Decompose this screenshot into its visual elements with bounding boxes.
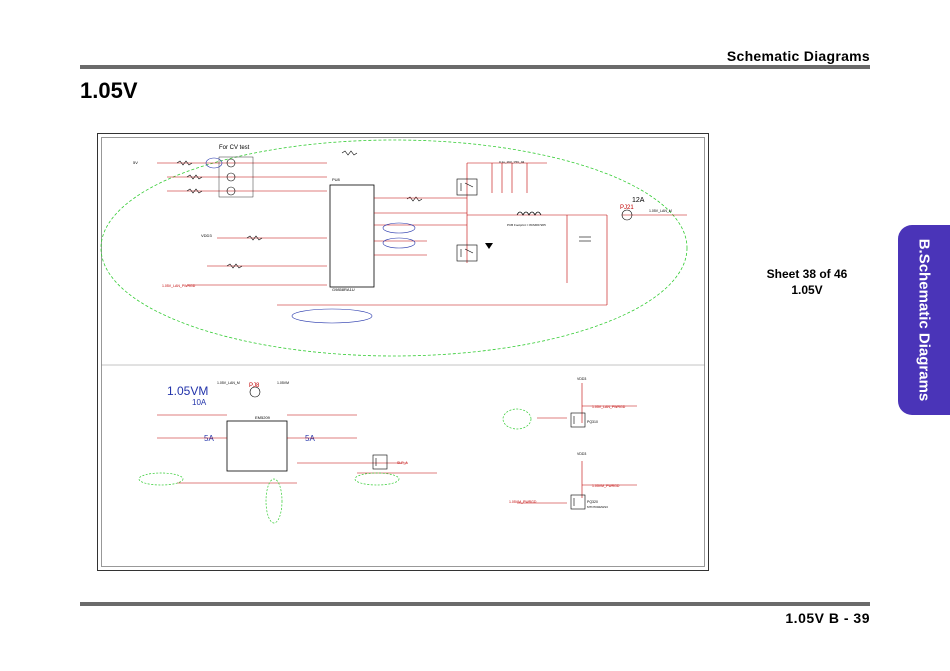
main-ic-body (329, 184, 375, 288)
jumper-pj8-icon (249, 386, 261, 398)
out-rail-label: 1.05V_LAN_M (649, 209, 672, 213)
q2-part: MTN7002ZHS3 (587, 505, 608, 509)
annotation-ellipse (382, 222, 416, 234)
resistors (176, 150, 423, 269)
input-network (157, 162, 327, 286)
jumper-icon (226, 172, 236, 182)
annotation-ellipse (205, 157, 223, 169)
cv-test-label: For CV test (219, 145, 250, 151)
vdd3-label-2: VDD3 (577, 452, 586, 456)
vdd3-label: VDD3 (577, 377, 586, 381)
vm-jumper: PJ8 (249, 383, 260, 389)
schematic-inner-frame (101, 137, 705, 567)
mosfet-lower (456, 244, 478, 262)
diode-icon (485, 243, 493, 249)
highlight-ellipse (354, 472, 400, 486)
annotation-ellipse (382, 237, 416, 249)
highlight-ellipse (138, 472, 184, 486)
sheet-number: Sheet 38 of 46 (766, 267, 848, 281)
switching-stage (277, 162, 687, 306)
ch1-current: 5A (204, 434, 214, 443)
vm-title: 1.05VM (167, 384, 208, 398)
mosfet-upper (456, 178, 478, 196)
vm-pwrgd: 1.05VM_PWRGD (592, 484, 620, 488)
sheet-name: 1.05V (791, 283, 823, 297)
vm-current: 10A (192, 398, 207, 407)
phase-note: PCB Footprint = 8CMF67205 (507, 223, 546, 227)
net-lan-label: 1.05V_LAN_M (217, 381, 240, 385)
vdd3-stage (517, 383, 637, 504)
current-12a: 12A (632, 197, 645, 204)
page-title: 1.05V (80, 78, 138, 103)
slp-net: SLP_A (397, 461, 409, 465)
pwrgd-lower: 1.05V_LAN_PWRGD (592, 405, 626, 409)
schematic-diagram: For CV test PU8 G9858RA1U (97, 133, 709, 571)
q-label: PQ310 (587, 420, 598, 424)
q2-label: PQ320 (587, 500, 598, 504)
page-footer: 1.05V B - 39 (785, 610, 870, 626)
ch2-current: 5A (305, 434, 315, 443)
highlight-ellipse (265, 478, 283, 524)
highlight-ellipse (502, 408, 532, 430)
mosfet-pq310 (570, 412, 586, 428)
ldo-wiring (157, 414, 437, 484)
net-vm-label: 1.05VM (277, 381, 289, 385)
upper-region-outline (100, 139, 688, 357)
inductor-icon (516, 211, 542, 216)
sheet-info: Sheet 38 of 46 1.05V (742, 266, 872, 298)
jumper-icon (226, 158, 236, 168)
cv-test-box (218, 156, 254, 198)
section-header: Schematic Diagrams (726, 48, 870, 64)
mosfet-pq320 (570, 494, 586, 510)
pwrgd-label: 1.05V_LAN_PWRGD (162, 284, 196, 288)
main-ic-part: G9858RA1U (332, 287, 355, 292)
section-side-tab[interactable]: B.Schematic Diagrams (898, 225, 950, 415)
cap-note: 0.1u_16V_Y5V_04 (499, 160, 525, 164)
ldo-ic-label: EM5209 (255, 415, 271, 420)
main-ic-label: PU8 (332, 177, 341, 182)
annotation-ellipse (291, 308, 373, 324)
output-capacitor (579, 236, 591, 242)
schematic-frame (97, 133, 709, 571)
header-divider (80, 65, 870, 69)
jumper-pj21-icon (621, 209, 633, 221)
footer-divider (80, 602, 870, 606)
ldo-ic-body (226, 420, 288, 472)
jumper-icon (226, 186, 236, 196)
mosfet-slp (372, 454, 388, 470)
net-vdd3: VDD3 (201, 233, 212, 238)
side-tab-label: B.Schematic Diagrams (915, 238, 933, 402)
vm-pwrgd-left: 1.05VM_PWRGD (509, 500, 537, 504)
net-5v: 5V (133, 160, 138, 165)
inductor-label: PJ21 (620, 205, 634, 211)
